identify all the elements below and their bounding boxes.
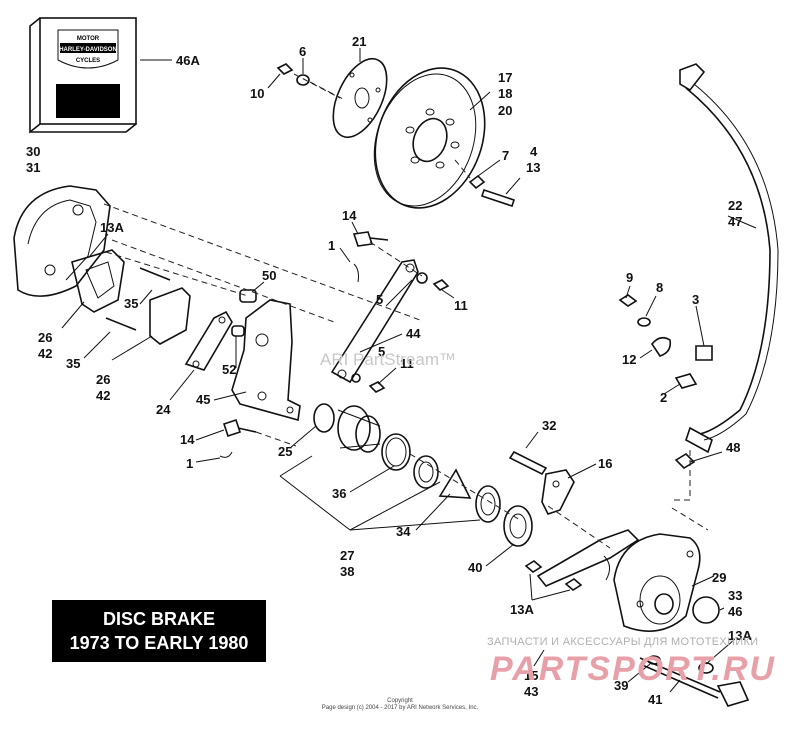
callout-40: 40 bbox=[468, 560, 482, 575]
site-logo: PARTSPORT.RU bbox=[490, 650, 776, 688]
callout-6: 6 bbox=[299, 44, 306, 59]
callout-17: 17 bbox=[498, 70, 512, 85]
callout-5b: 5 bbox=[378, 344, 385, 359]
callout-36: 36 bbox=[332, 486, 346, 501]
callout-46a: 46A bbox=[176, 53, 200, 68]
callout-14-top: 14 bbox=[342, 208, 357, 223]
callout-22: 22 bbox=[728, 198, 742, 213]
callout-1-bottom: 1 bbox=[186, 456, 193, 471]
callout-25: 25 bbox=[278, 444, 292, 459]
site-tagline: ЗАПЧАСТИ И АКСЕССУАРЫ ДЛЯ МОТОТЕХНИКИ bbox=[487, 636, 759, 648]
badge-middle-text: HARLEY-DAVIDSON bbox=[59, 47, 117, 53]
callout-13a-bottom-left: 13A bbox=[510, 602, 534, 617]
callout-47: 47 bbox=[728, 214, 742, 229]
seal-ring-36 bbox=[381, 433, 411, 471]
callout-8: 8 bbox=[656, 280, 663, 295]
title-line-2: 1973 TO EARLY 1980 bbox=[69, 633, 249, 653]
callout-7: 7 bbox=[502, 148, 509, 163]
lever-arm bbox=[184, 310, 233, 371]
nuts-13a bbox=[524, 560, 583, 591]
title-line-1: DISC BRAKE bbox=[102, 609, 215, 629]
callout-20: 20 bbox=[498, 103, 512, 118]
callout-38: 38 bbox=[340, 564, 354, 579]
copyright-line-2: Page design (c) 2004 - 2017 by ARI Netwo… bbox=[321, 705, 479, 711]
bottom-bolt-14 bbox=[219, 418, 257, 458]
callout-39: 39 bbox=[614, 678, 628, 693]
callout-4: 4 bbox=[530, 144, 538, 159]
callout-12: 12 bbox=[622, 352, 636, 367]
callout-45: 45 bbox=[196, 392, 210, 407]
callout-48: 48 bbox=[726, 440, 740, 455]
callout-9: 9 bbox=[626, 270, 633, 285]
callout-50: 50 bbox=[262, 268, 276, 283]
callout-44: 44 bbox=[406, 326, 421, 341]
watermark: ARI PartStream™ bbox=[320, 350, 457, 369]
callout-31: 31 bbox=[26, 160, 40, 175]
callout-5a: 5 bbox=[376, 292, 383, 307]
callout-2: 2 bbox=[660, 390, 667, 405]
callout-labels: 46A 21 6 10 17 18 20 4 13 7 30 31 13A 14… bbox=[26, 34, 752, 707]
badge-bottom-text: CYCLES bbox=[76, 58, 100, 64]
callout-11a: 11 bbox=[454, 298, 468, 313]
callout-26a: 26 bbox=[38, 330, 52, 345]
callout-43: 43 bbox=[524, 684, 538, 699]
seal-40 bbox=[475, 485, 533, 547]
callout-16: 16 bbox=[598, 456, 612, 471]
copyright-line-1: Copyright bbox=[387, 698, 413, 704]
callout-18: 18 bbox=[498, 86, 512, 101]
copyright-notice: Copyright Page design (c) 2004 - 2017 by… bbox=[300, 698, 500, 712]
callout-52: 52 bbox=[222, 362, 236, 377]
callout-30: 30 bbox=[26, 144, 40, 159]
callout-14-bottom: 14 bbox=[180, 432, 195, 447]
piston-rod bbox=[508, 450, 575, 515]
top-bolt-14 bbox=[352, 231, 389, 283]
assembly-leaders bbox=[103, 203, 709, 549]
callout-46: 46 bbox=[728, 604, 742, 619]
callout-24: 24 bbox=[156, 402, 171, 417]
bearing-assembly bbox=[313, 403, 381, 453]
callout-13a-top: 13A bbox=[100, 220, 124, 235]
lock-ring bbox=[413, 455, 439, 489]
spring-plate-34 bbox=[438, 468, 472, 499]
callout-15: 15 bbox=[524, 668, 538, 683]
callout-35b: 35 bbox=[66, 356, 80, 371]
brake-disc bbox=[373, 67, 486, 209]
callout-1-top: 1 bbox=[328, 238, 335, 253]
harley-davidson-badge: MOTOR HARLEY-DAVIDSON CYCLES bbox=[29, 17, 137, 134]
torque-link bbox=[330, 259, 450, 393]
callout-35a: 35 bbox=[124, 296, 138, 311]
hub-bolts bbox=[276, 63, 516, 208]
hose-clamp bbox=[618, 294, 713, 389]
callout-11b: 11 bbox=[400, 356, 414, 371]
callout-34: 34 bbox=[396, 524, 411, 539]
callout-26b: 26 bbox=[96, 372, 110, 387]
callout-13a-bottom-right: 13A bbox=[728, 628, 752, 643]
callout-32: 32 bbox=[542, 418, 556, 433]
hub-plate bbox=[332, 58, 388, 138]
diagram-title: DISC BRAKE 1973 TO EARLY 1980 bbox=[52, 600, 266, 662]
caliper-housing bbox=[13, 185, 111, 297]
callout-10: 10 bbox=[250, 86, 264, 101]
callout-42b: 42 bbox=[96, 388, 110, 403]
callout-13: 13 bbox=[526, 160, 540, 175]
callout-42a: 42 bbox=[38, 346, 52, 361]
callout-3: 3 bbox=[692, 292, 699, 307]
callout-leaders bbox=[61, 48, 757, 693]
callout-29: 29 bbox=[712, 570, 726, 585]
callout-33: 33 bbox=[728, 588, 742, 603]
master-cylinder bbox=[536, 529, 720, 632]
mounting-bracket bbox=[231, 299, 301, 422]
badge-top-text: MOTOR bbox=[77, 36, 100, 42]
callout-41: 41 bbox=[648, 692, 662, 707]
callout-21: 21 bbox=[352, 34, 366, 49]
callout-27: 27 bbox=[340, 548, 354, 563]
brake-hose bbox=[674, 63, 779, 470]
